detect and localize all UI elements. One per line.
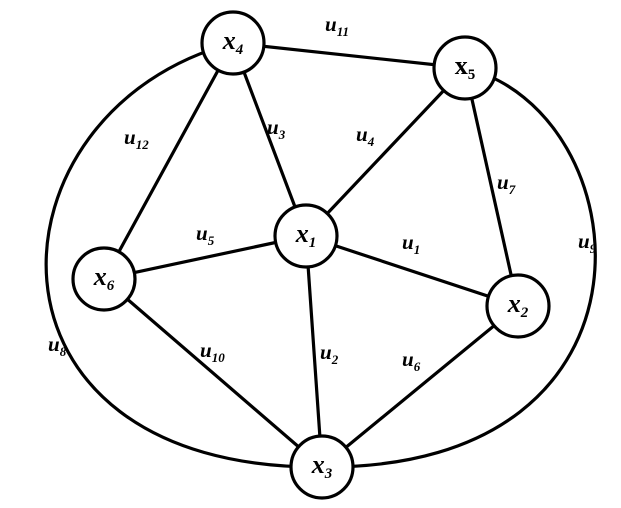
edge-u3-line <box>231 41 308 238</box>
edge-u2-line <box>304 234 324 469</box>
node-x4-circle <box>200 10 266 76</box>
edge-label-u5: u5 <box>196 221 215 248</box>
edge-label-u9: u9 <box>578 229 597 256</box>
node-x2: x2 <box>485 273 551 339</box>
edge-label-u1: u1 <box>402 230 420 257</box>
edges-layer <box>44 41 597 469</box>
node-x5: x5 <box>432 35 498 101</box>
edge-u5-line <box>102 234 308 281</box>
edge-label-u8: u8 <box>48 332 67 359</box>
edge-u12-line <box>102 41 235 281</box>
node-x3-label: x3 <box>311 450 333 482</box>
node-x1-circle <box>273 203 339 269</box>
node-x4-label: x4 <box>222 26 244 58</box>
edge-label-u11: u11 <box>325 12 349 39</box>
edge-label-u10: u10 <box>200 338 225 365</box>
node-x3-circle <box>289 434 355 500</box>
node-x2-circle <box>485 273 551 339</box>
node-x6: x6 <box>71 246 137 312</box>
node-x5-label: x5 <box>455 51 476 83</box>
edge-u1-line <box>304 234 520 308</box>
edge-u8-curve <box>44 41 324 469</box>
node-x1-label: x1 <box>295 219 317 251</box>
node-x4: x4 <box>200 10 266 76</box>
edge-u10-line <box>102 277 324 469</box>
node-x2-label: x2 <box>507 289 529 321</box>
edge-label-u4: u4 <box>356 122 375 149</box>
edge-labels-layer: u1 u2 u3 u4 u5 u6 u7 u8 u9 u10 u11 <box>48 12 597 374</box>
edge-label-u7: u7 <box>497 170 516 197</box>
node-x1: x1 <box>273 203 339 269</box>
edge-u4-line <box>304 66 467 238</box>
edge-u6-line <box>320 304 520 469</box>
nodes-layer: x1 x2 x3 x4 x5 <box>71 10 551 500</box>
node-x6-circle <box>71 246 137 312</box>
edge-u7-line <box>463 66 520 308</box>
edge-label-u12: u12 <box>124 125 149 152</box>
edge-label-u3: u3 <box>267 115 286 142</box>
edge-label-u6: u6 <box>402 347 421 374</box>
node-x5-circle <box>432 35 498 101</box>
edge-u9-curve <box>320 66 597 469</box>
node-x3: x3 <box>289 434 355 500</box>
edge-u11-line <box>231 41 467 70</box>
edge-label-u2: u2 <box>320 340 339 367</box>
node-x6-label: x6 <box>93 262 115 294</box>
